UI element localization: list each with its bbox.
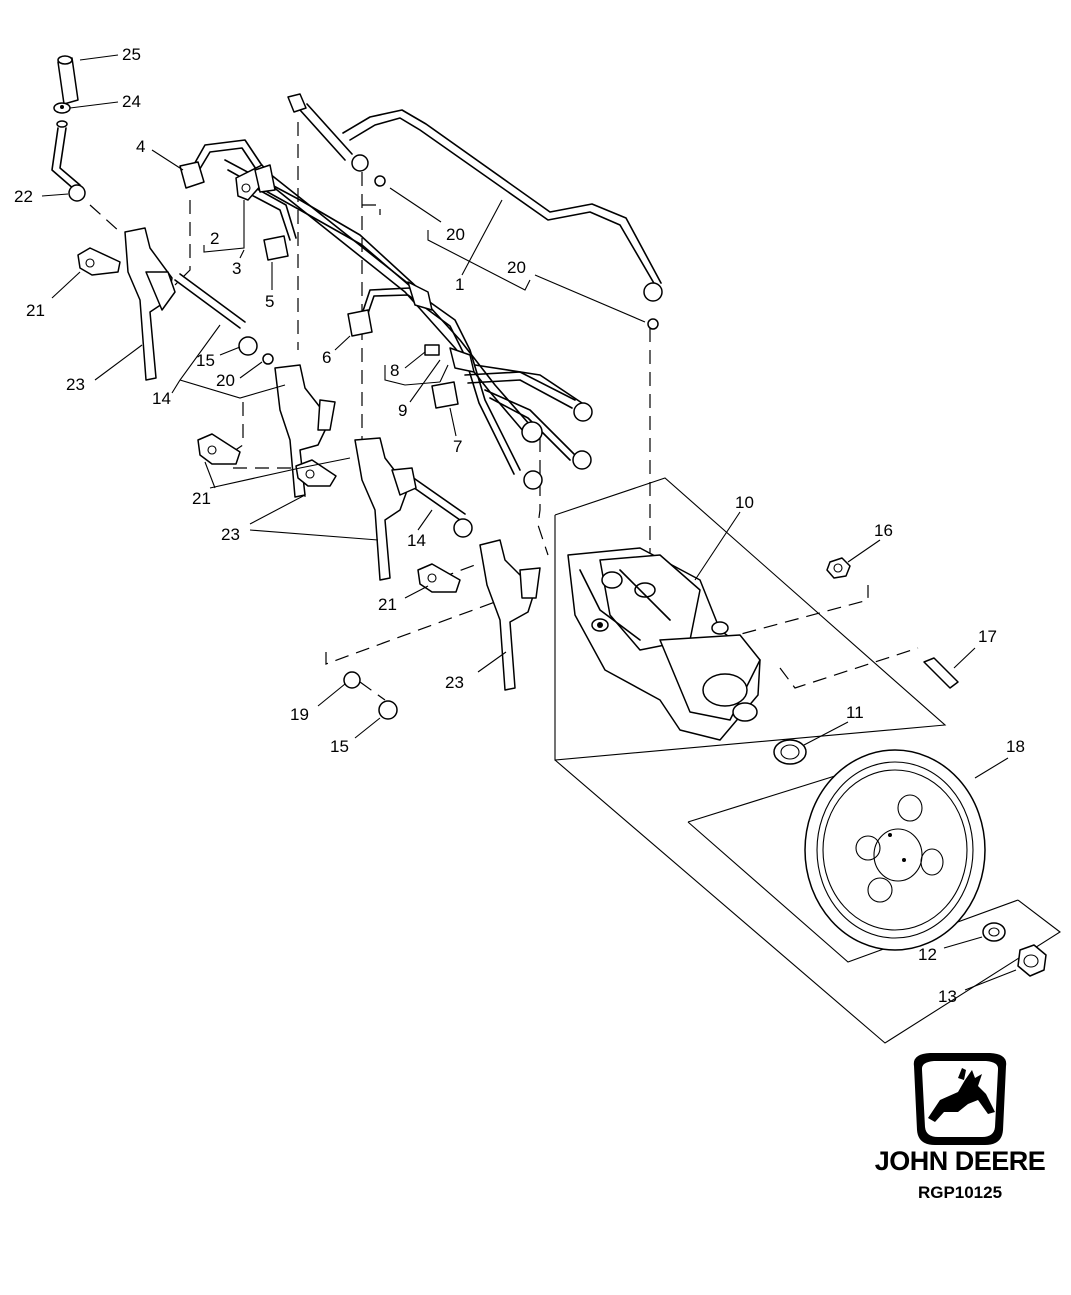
injection-pump (567, 547, 761, 741)
callout-3: 3 (232, 259, 241, 278)
callout-23: 23 (221, 525, 240, 544)
callout-15: 15 (330, 737, 349, 756)
callout-7: 7 (453, 437, 462, 456)
callout-24: 24 (122, 92, 141, 111)
callout-23: 23 (66, 375, 85, 394)
drive-gear (804, 749, 986, 951)
callout-20: 20 (507, 258, 526, 277)
callout-20: 20 (446, 225, 465, 244)
leader-lines (41, 54, 1017, 991)
callout-4: 4 (136, 137, 145, 156)
callout-16: 16 (874, 521, 893, 540)
figure-code: RGP10125 (917, 1183, 1003, 1202)
callout-11: 11 (846, 703, 864, 722)
callout-20: 20 (216, 371, 235, 390)
callout-5: 5 (265, 292, 274, 311)
leak-off-cap (53, 55, 79, 128)
callout-12: 12 (918, 945, 937, 964)
callout-8: 8 (390, 361, 399, 380)
callout-labels: 25 24 22 4 2 3 5 21 23 15 20 14 6 8 9 7 … (14, 45, 1025, 1006)
john-deere-logo (913, 1053, 1007, 1145)
callout-21: 21 (192, 489, 211, 508)
callout-17: 17 (978, 627, 997, 646)
fitting-nuts (68, 93, 663, 720)
pump-assembly-outline (554, 477, 1061, 1044)
callout-10: 10 (735, 493, 754, 512)
drive-components (773, 557, 1047, 977)
callout-22: 22 (14, 187, 33, 206)
clamps (235, 164, 475, 373)
callout-13: 13 (938, 987, 957, 1006)
injectors (124, 227, 541, 691)
callout-21: 21 (378, 595, 397, 614)
callout-6: 6 (322, 348, 331, 367)
fuel-lines (51, 103, 662, 521)
callout-1: 1 (455, 275, 464, 294)
callout-25: 25 (122, 45, 141, 64)
brand-name: JOHN DEERE (874, 1146, 1046, 1176)
callout-14: 14 (407, 531, 426, 550)
callout-15: 15 (196, 351, 215, 370)
callout-18: 18 (1006, 737, 1025, 756)
callout-23: 23 (445, 673, 464, 692)
callout-21: 21 (26, 301, 45, 320)
callout-14: 14 (152, 389, 171, 408)
callout-9: 9 (398, 401, 407, 420)
callout-19: 19 (290, 705, 309, 724)
callout-2: 2 (210, 229, 219, 248)
hold-down-clamps (77, 247, 461, 593)
